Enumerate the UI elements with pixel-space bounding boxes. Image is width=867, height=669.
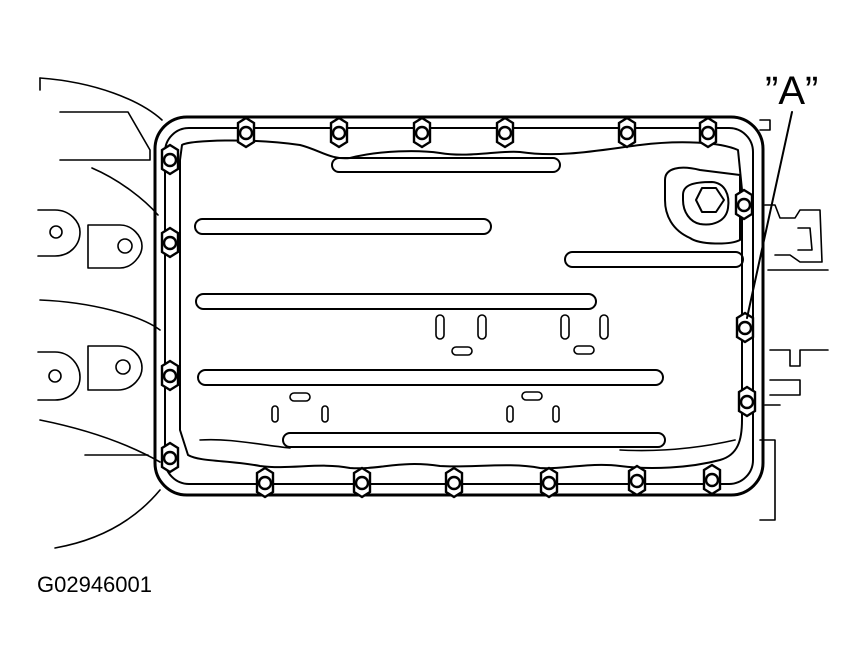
bolt-bottom-1 [255, 466, 275, 499]
bolt-bottom-5 [627, 464, 647, 497]
bolt-bottom-6 [702, 463, 722, 496]
bolt-bottom-4 [539, 466, 559, 499]
bolt-top-2 [329, 116, 349, 149]
callout-leader-line [746, 111, 793, 319]
bolt-left-2 [160, 226, 180, 259]
bolt-right-2-callout-a [735, 311, 755, 344]
bolt-bottom-2 [352, 466, 372, 499]
callout-label: ”A” [765, 69, 818, 113]
bolt-left-1 [160, 143, 180, 176]
engine-block-outline [37, 77, 163, 549]
bolt-left-4 [160, 441, 180, 474]
figure-id: G02946001 [37, 572, 152, 597]
bolt-left-3 [160, 359, 180, 392]
right-bracket-outline [759, 119, 829, 521]
pan-bolts [160, 116, 757, 499]
bolt-top-3 [412, 116, 432, 149]
callout-a: ”A” [746, 69, 818, 319]
bolt-top-5 [617, 116, 637, 149]
bolt-top-4 [495, 116, 515, 149]
bolt-top-1 [236, 116, 256, 149]
bolt-top-6 [698, 116, 718, 149]
bolt-right-1 [734, 188, 754, 221]
bolt-bottom-3 [444, 466, 464, 499]
oil-pan [153, 115, 765, 497]
bolt-right-3 [737, 385, 757, 418]
